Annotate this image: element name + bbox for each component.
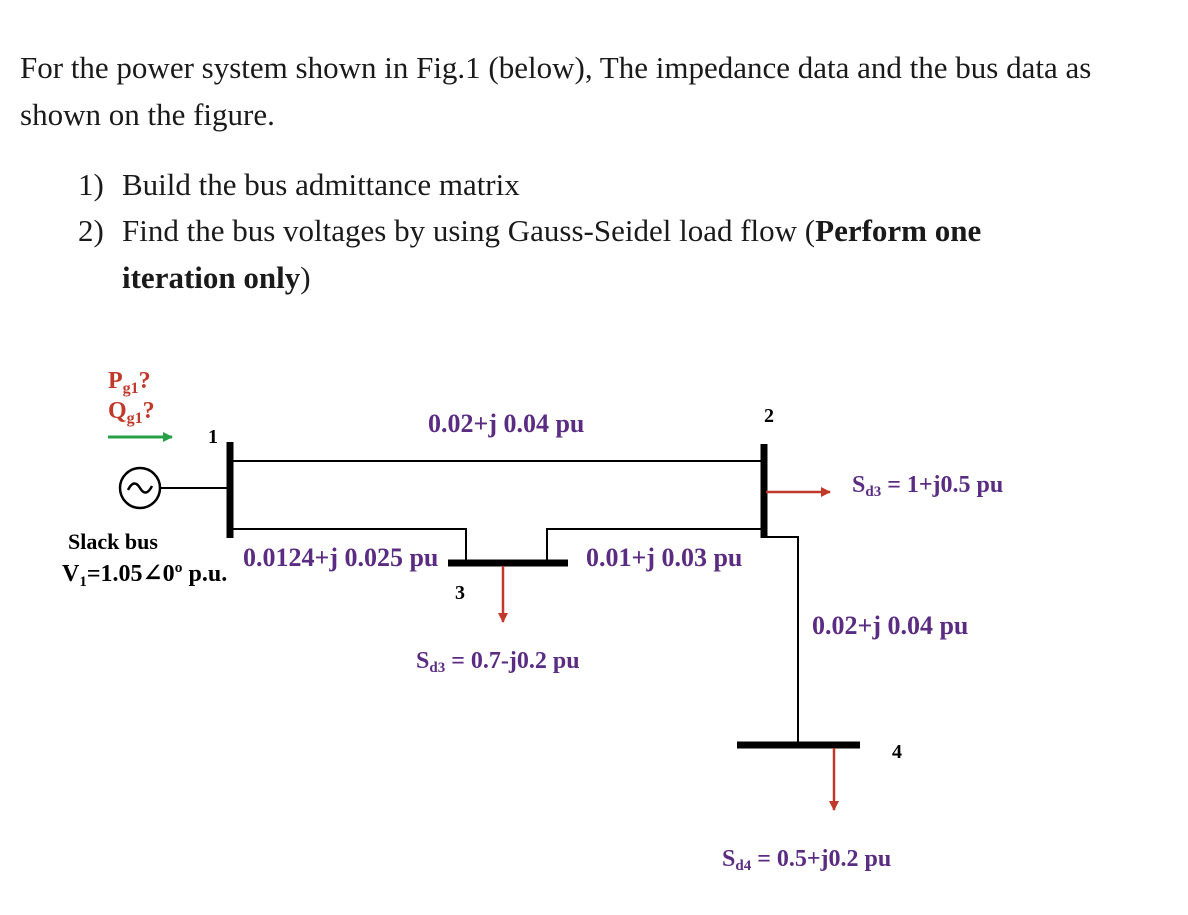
task-2: 2) Find the bus voltages by using Gauss-S… (78, 207, 982, 295)
bus-3-label: 3 (455, 582, 465, 604)
task-1-number: 1) (78, 167, 104, 202)
line-2-4 (764, 536, 799, 745)
line-2-3-impedance: 0.01+j 0.03 pu (586, 543, 742, 572)
bus-1-label: 1 (208, 426, 218, 448)
line-1-2-impedance: 0.02+j 0.04 pu (428, 409, 584, 438)
bus-4-load-label: Sd4 = 0.5+j0.2 pu (722, 846, 891, 874)
line-1-3 (230, 528, 467, 563)
line-2-3 (546, 528, 764, 563)
generator-p-label: Pg1? (108, 368, 151, 397)
bus-4-label: 4 (892, 741, 902, 763)
generator-q-label: Qg1? (108, 398, 155, 427)
task-2-bold-text: Perform one (815, 213, 982, 248)
bus-3-load-label: Sd3 = 0.7-j0.2 pu (416, 648, 580, 676)
task-2-close-paren: ) (300, 260, 311, 295)
problem-statement: For the power system shown in Fig.1 (bel… (20, 50, 1092, 132)
task-1: 1) Build the bus admittance matrix (78, 161, 520, 208)
line-1-3-impedance: 0.0124+j 0.025 pu (243, 543, 438, 572)
task-2-text: Find the bus voltages by using Gauss-Sei… (122, 213, 816, 248)
slack-voltage-label: V1=1.05∠0º p.u. (62, 561, 227, 590)
task-2-continuation: iteration only) (122, 254, 311, 301)
bus-2-label: 2 (764, 405, 774, 427)
slack-bus-label: Slack bus (68, 529, 158, 554)
line-2-4-impedance: 0.02+j 0.04 pu (812, 611, 968, 640)
task-1-text: Build the bus admittance matrix (122, 167, 520, 202)
ac-sine-icon (126, 482, 154, 494)
bus-2-load-label: Sd3 = 1+j0.5 pu (852, 472, 1003, 500)
task-2-bold-text-2: iteration only (122, 260, 301, 295)
task-2-number: 2) (78, 213, 104, 248)
